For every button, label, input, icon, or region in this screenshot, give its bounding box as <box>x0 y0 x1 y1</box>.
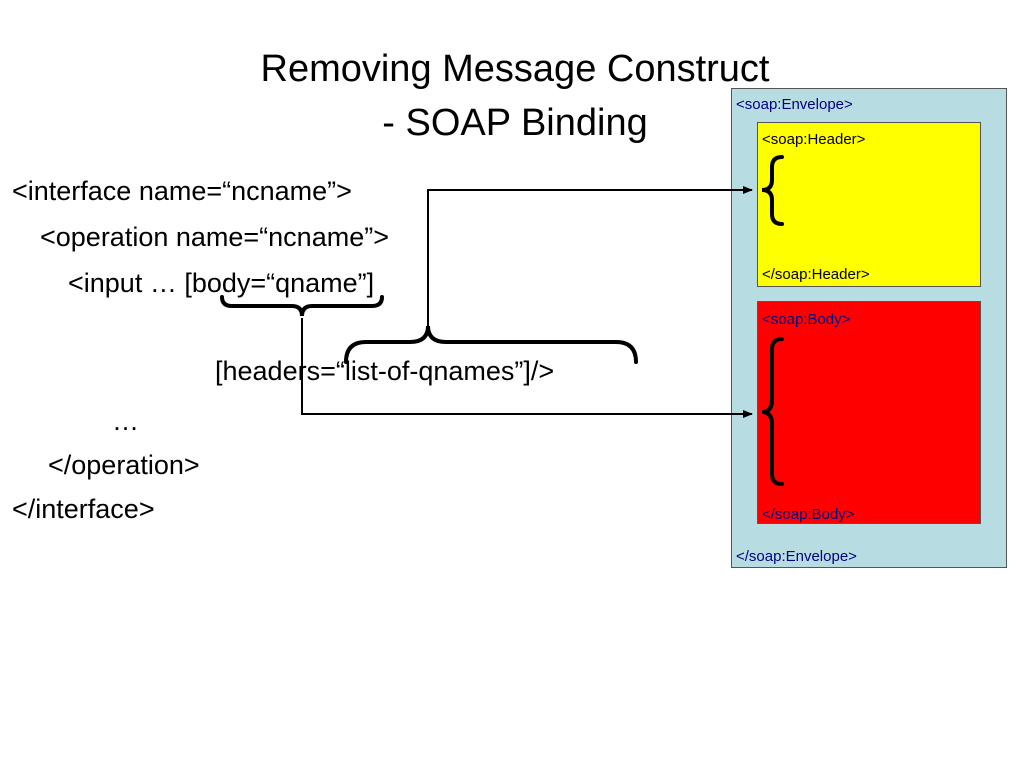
soap-header-open-label: <soap:Header> <box>762 131 866 148</box>
code-interface-open: <interface name=“ncname”> <box>12 176 352 206</box>
title-line-2: - SOAP Binding <box>382 102 648 144</box>
soap-body-open-label: <soap:Body> <box>762 311 851 328</box>
code-operation-open: <operation name=“ncname”> <box>40 222 389 252</box>
title-line-1: Removing Message Construct <box>260 48 770 90</box>
code-input-body: <input … [body=“qname”] <box>68 268 375 298</box>
code-interface-close: </interface> <box>12 494 155 524</box>
code-headers: [headers=“list-of-qnames”]/> <box>215 356 555 386</box>
soap-body-close-label: </soap:Body> <box>762 506 855 523</box>
code-operation-close: </operation> <box>48 450 200 480</box>
soap-envelope-close-label: </soap:Envelope> <box>736 548 857 565</box>
code-ellipsis: … <box>112 406 139 436</box>
headers-arrow <box>427 186 753 326</box>
soap-header-box <box>757 122 981 287</box>
soap-body-box <box>757 301 981 524</box>
soap-envelope-open-label: <soap:Envelope> <box>736 96 853 113</box>
body-brace <box>220 295 384 317</box>
soap-header-close-label: </soap:Header> <box>762 266 870 283</box>
